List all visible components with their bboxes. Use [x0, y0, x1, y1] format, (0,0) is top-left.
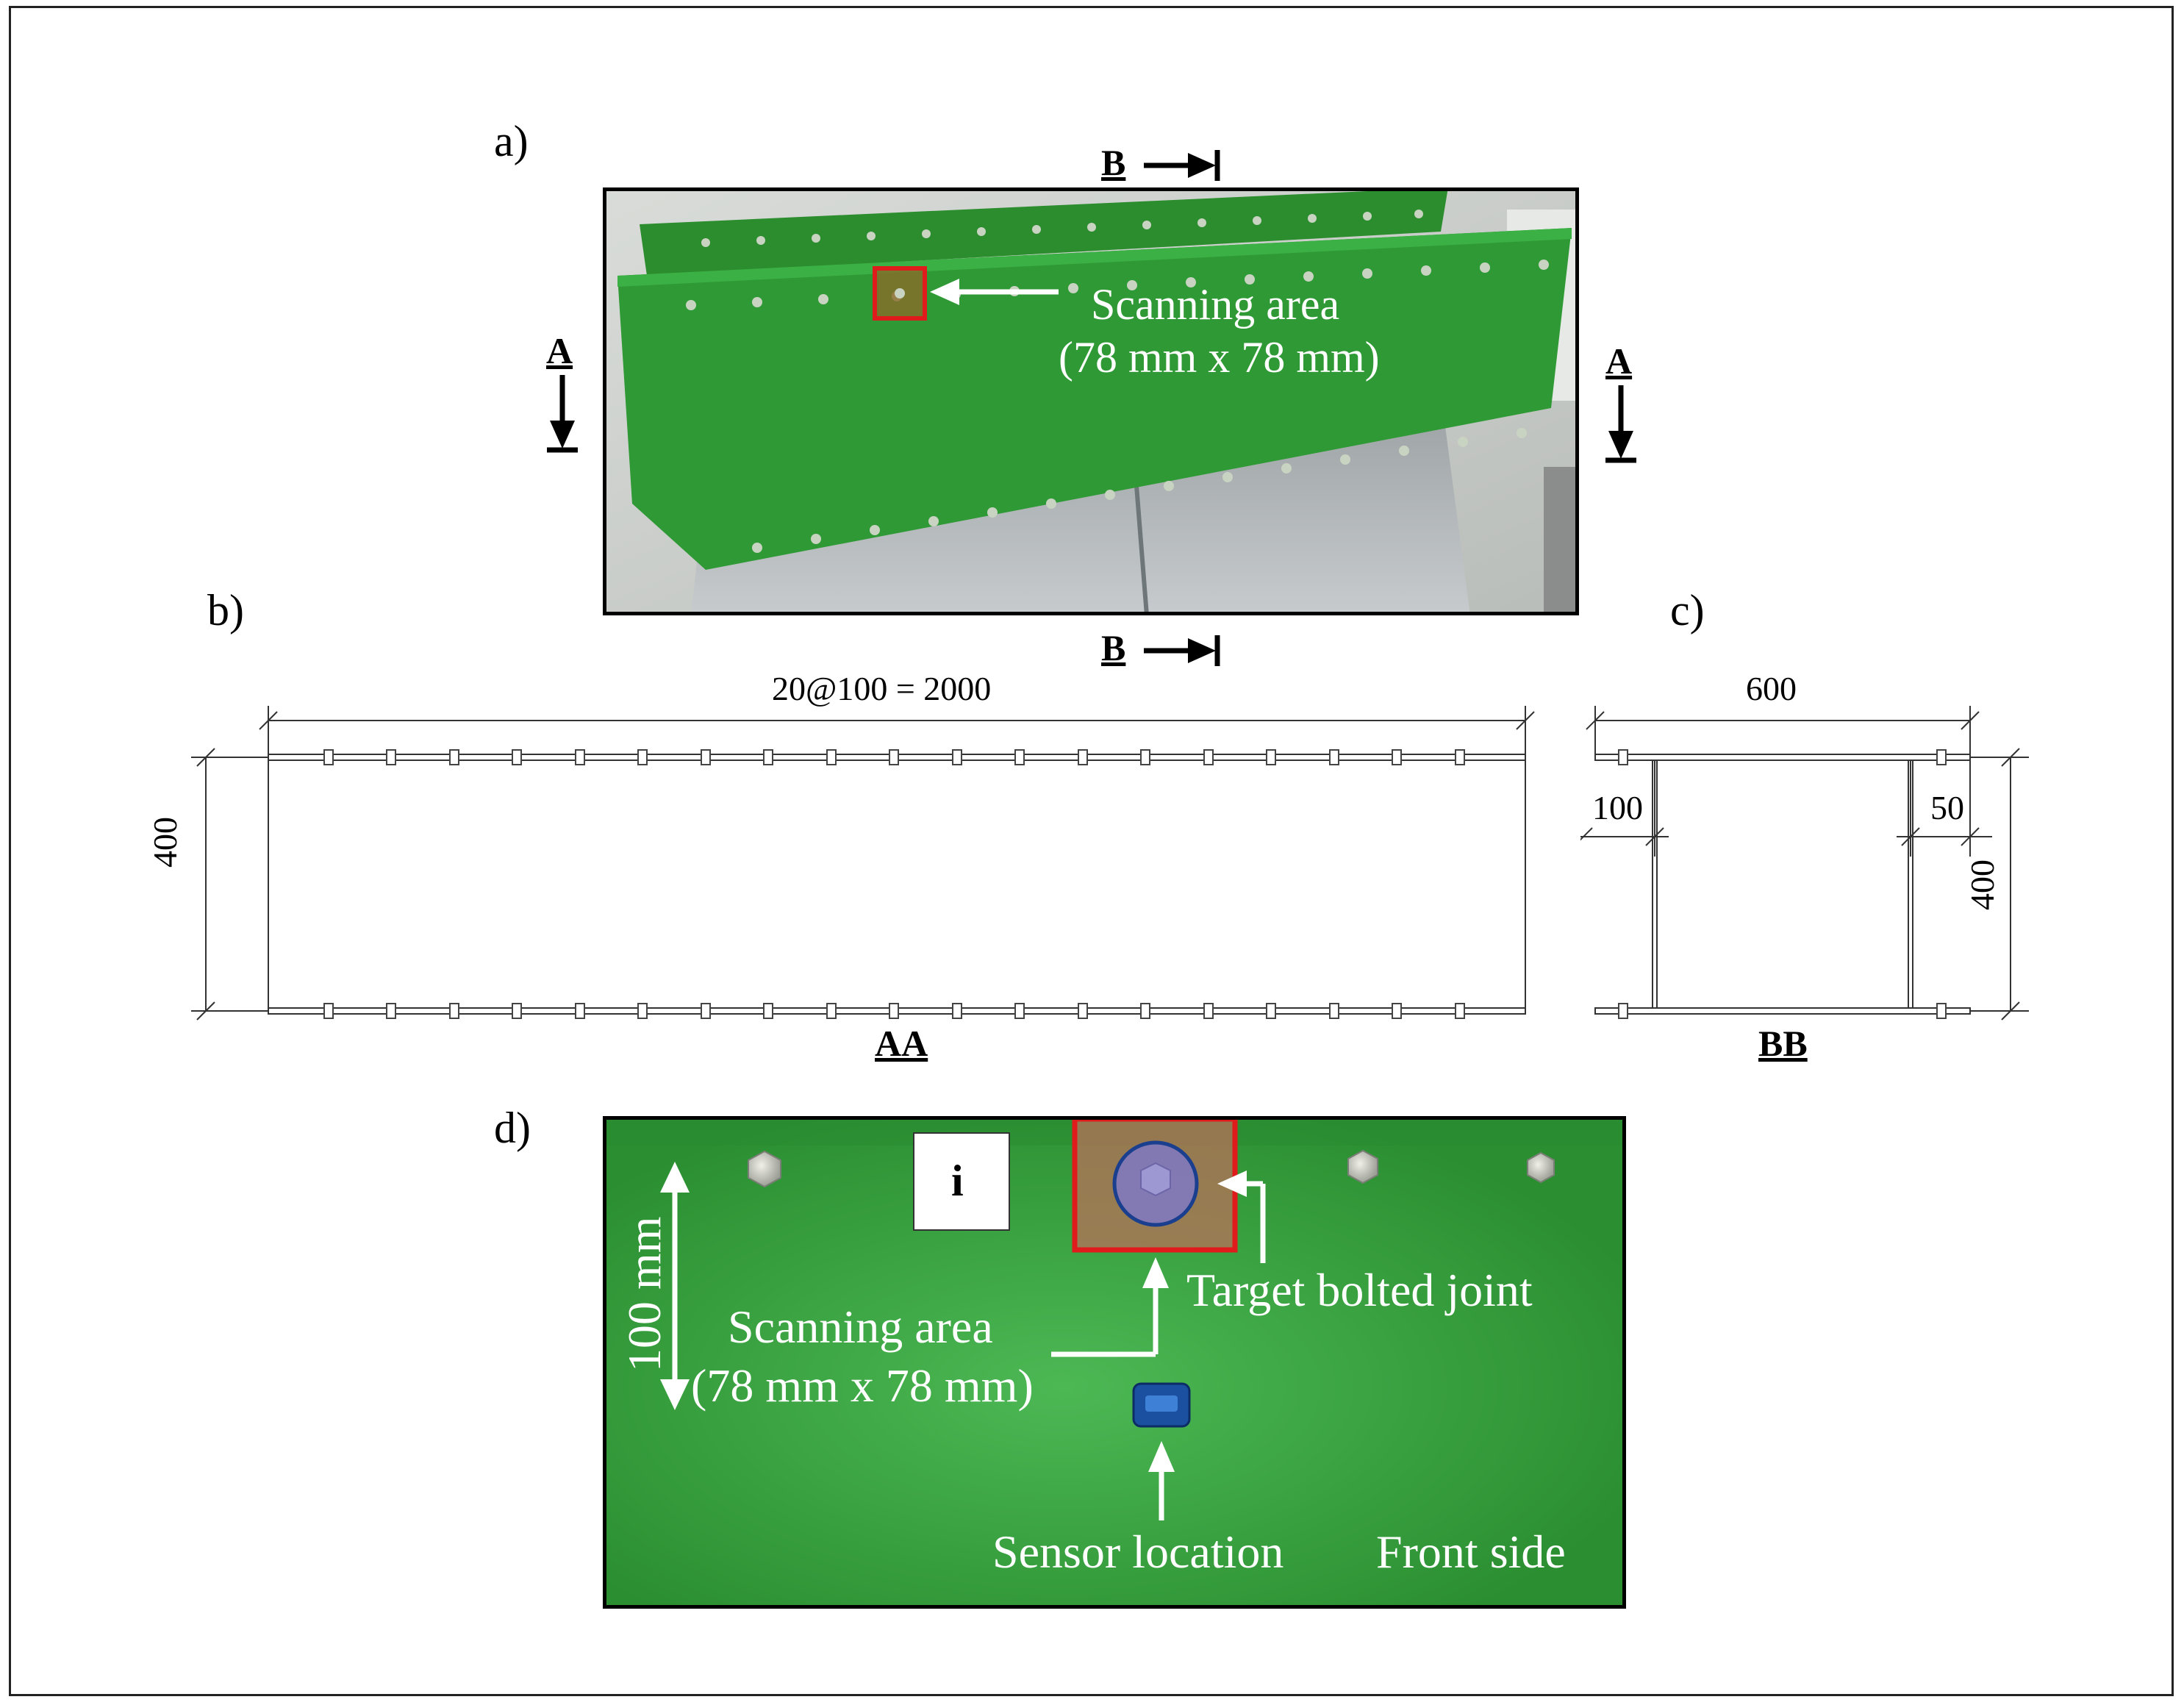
panel-a-photo-border	[603, 187, 1579, 615]
section-b-bottom-label: B	[1101, 627, 1126, 668]
panel-d-sensor-label: Sensor location	[992, 1526, 1284, 1578]
panel-c-label: c)	[1670, 586, 1705, 635]
panel-b-label: b)	[207, 586, 244, 635]
panel-a-label: a)	[494, 117, 529, 165]
panel-b-height-dimension: 400	[146, 817, 184, 868]
panel-b-elevation-drawing	[191, 706, 1535, 1021]
section-a-left-label: A	[546, 330, 573, 371]
panel-d-side-label: Front side	[1376, 1526, 1566, 1578]
panel-d-inset-label: i	[951, 1157, 964, 1205]
panel-d-target-label: Target bolted joint	[1186, 1264, 1533, 1316]
section-a-left-arrow-icon	[547, 375, 578, 453]
bolt-3	[1347, 1149, 1378, 1184]
panel-c-cross-section-drawing	[1580, 706, 2029, 1021]
panel-d-scan-line2: (78 mm x 78 mm)	[691, 1359, 1034, 1412]
panel-d-label: d)	[494, 1104, 531, 1152]
panel-b-span-dimension: 20@100 = 2000	[772, 670, 992, 707]
figure-border	[9, 6, 2174, 1696]
panel-d-scan-line1: Scanning area	[728, 1301, 993, 1353]
section-b-bottom-arrow-icon	[1144, 635, 1220, 666]
panel-a-callout-line1: Scanning area	[1091, 280, 1340, 329]
panel-c-width-dimension: 600	[1746, 670, 1797, 707]
section-b-top-label: B	[1101, 142, 1126, 183]
section-a-right-arrow-icon	[1605, 385, 1636, 463]
bolt-1	[748, 1150, 781, 1188]
panel-d-photo	[603, 1116, 1626, 1609]
section-b-top-arrow-icon	[1144, 150, 1220, 181]
panel-d-photo-border	[603, 1116, 1626, 1609]
panel-c-right-inner-dimension: 50	[1930, 789, 1964, 826]
section-a-right-label: A	[1605, 340, 1633, 382]
bolt-4	[1527, 1151, 1555, 1184]
panel-d-inset-box	[913, 1132, 1010, 1231]
panel-a-callout-line2: (78 mm x 78 mm)	[1059, 333, 1380, 382]
panel-a-photo	[603, 187, 1579, 615]
panel-b-section-title: AA	[875, 1023, 928, 1064]
panel-c-left-inner-dimension: 100	[1592, 789, 1643, 826]
panel-a-scan-area-box	[873, 266, 927, 321]
panel-c-section-title: BB	[1758, 1023, 1808, 1064]
